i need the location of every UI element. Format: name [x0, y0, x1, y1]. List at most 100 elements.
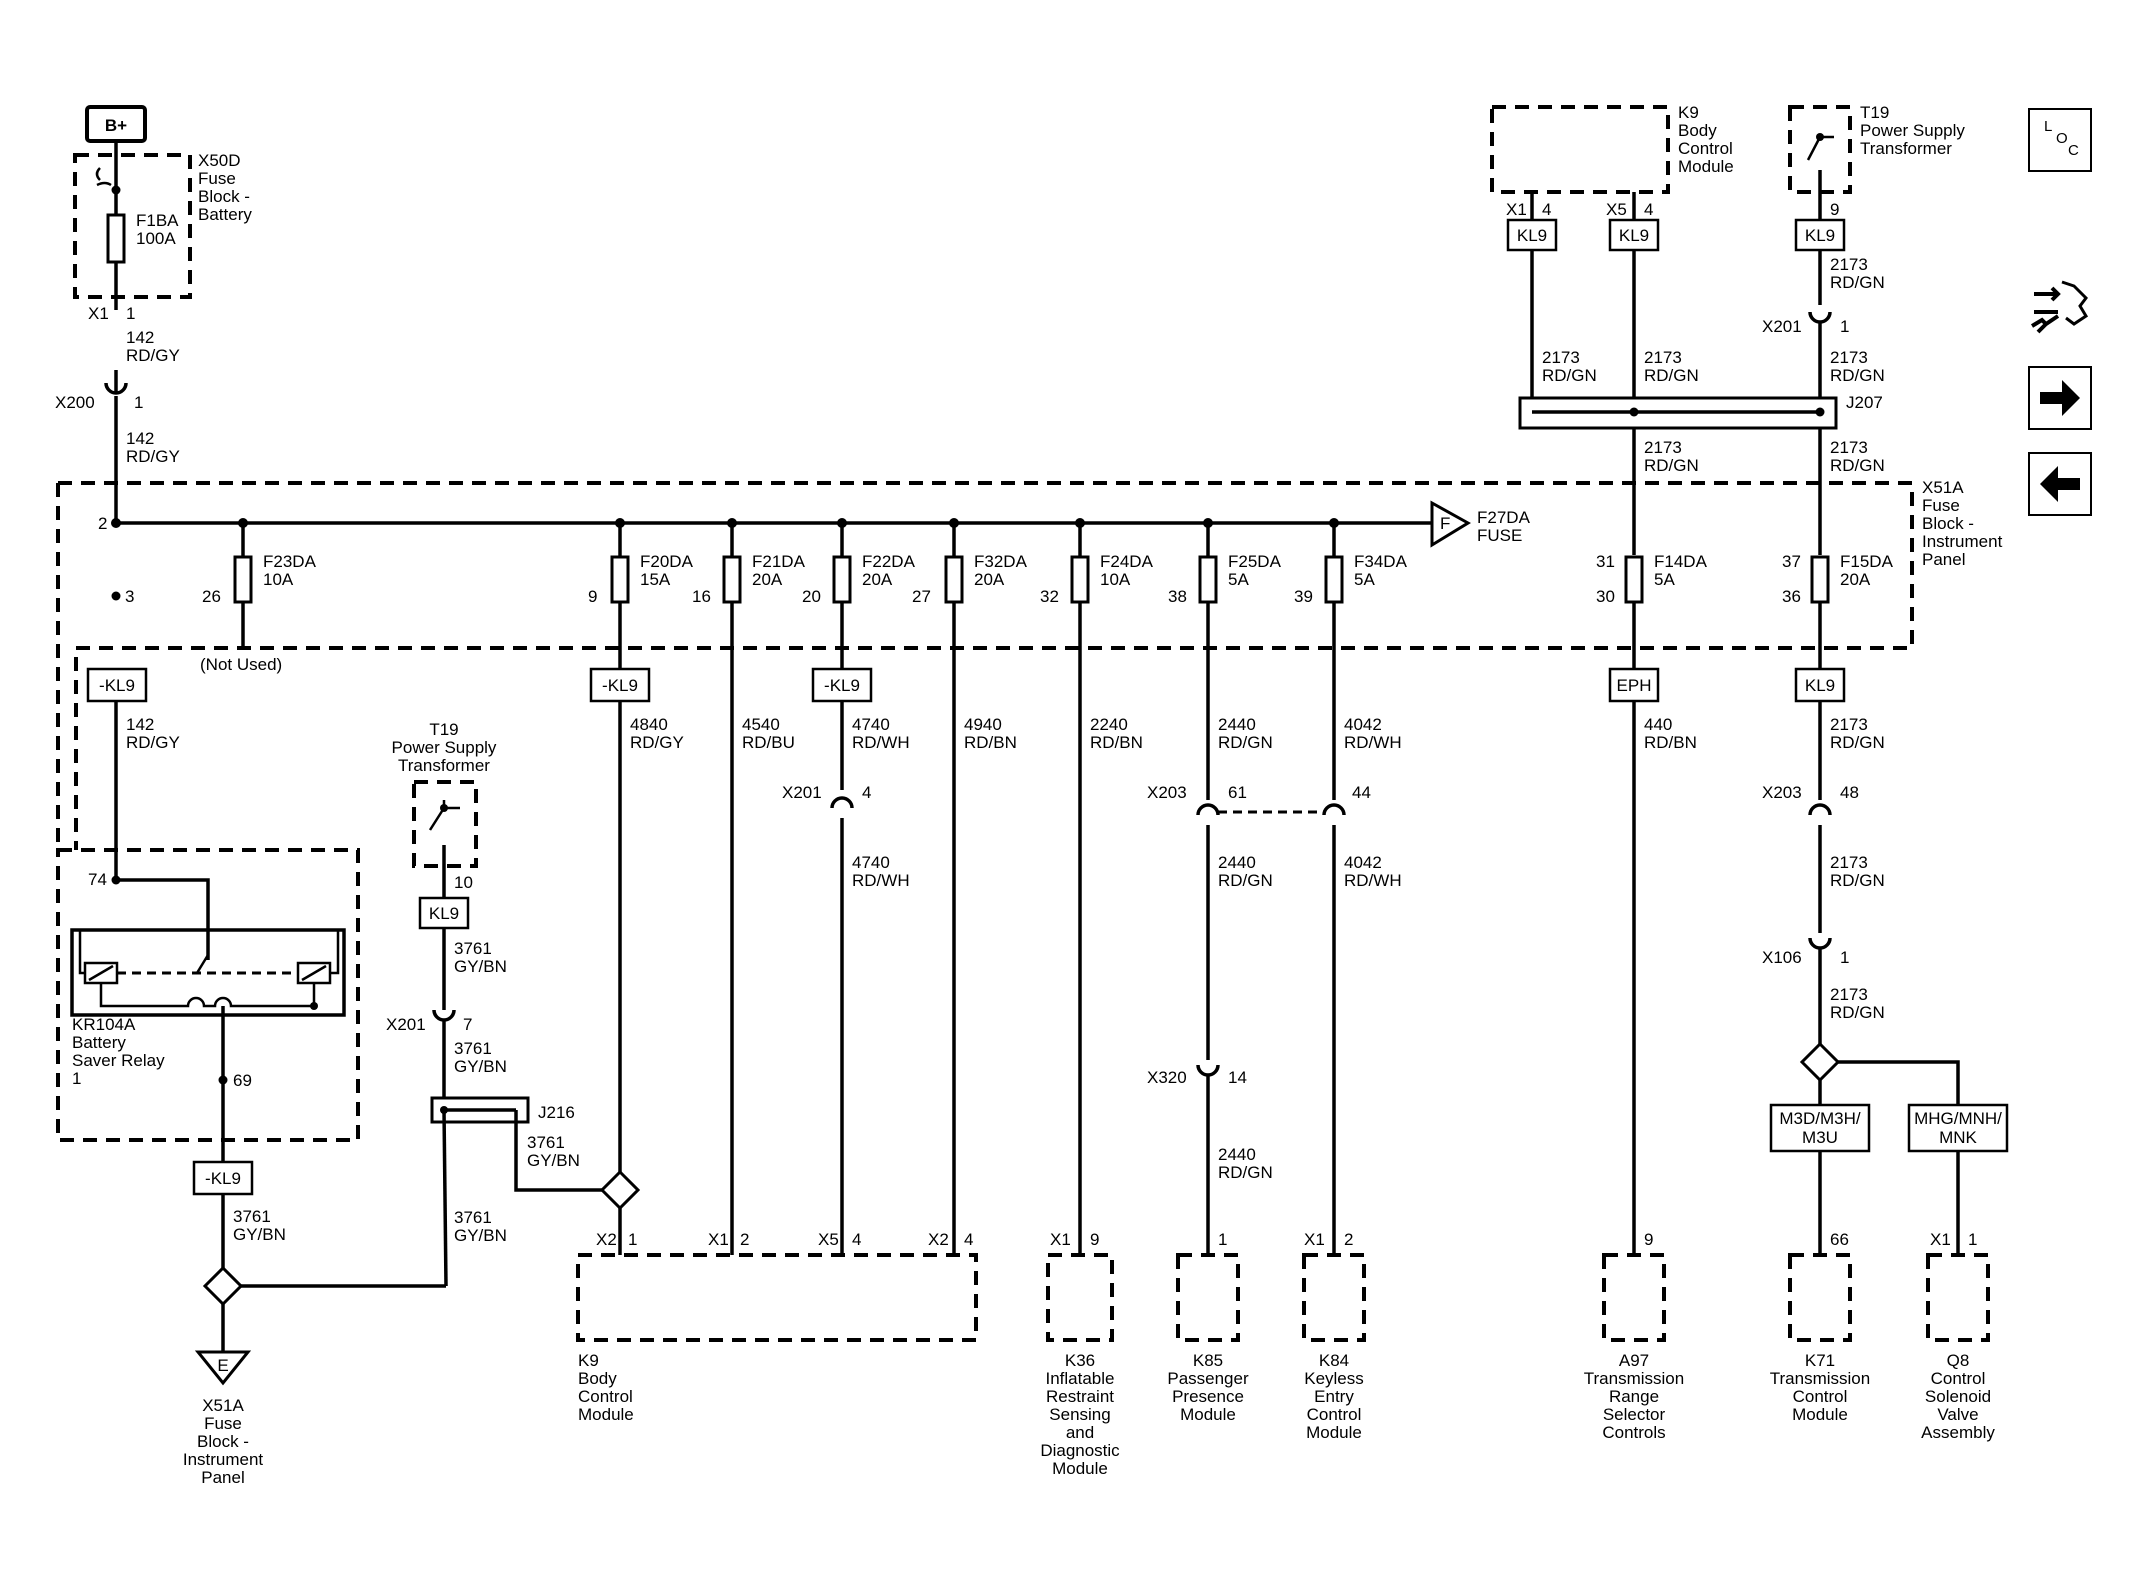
diagram-label: 4740	[852, 853, 890, 872]
diagram-label: K85	[1193, 1351, 1223, 1370]
tag-kl9-k9-x5: KL9	[1608, 218, 1660, 252]
tag-kl9-t19: KL9	[418, 896, 470, 930]
diagram-label: Power Supply	[1860, 121, 1965, 140]
diagram-label: Selector	[1603, 1405, 1666, 1424]
k85-module-box	[1176, 1253, 1240, 1342]
tag-kl9-relay: -KL9	[192, 1160, 254, 1196]
location-icon: L O C	[2044, 118, 2079, 159]
diagram-label: Assembly	[1921, 1423, 1995, 1442]
splice-diamond-icon	[202, 1265, 244, 1307]
diagram-label: 1	[72, 1069, 81, 1088]
diagram-label: X51A	[202, 1396, 244, 1415]
previous-page-button[interactable]	[2028, 452, 2092, 516]
diagram-label: 2240	[1090, 715, 1128, 734]
diagram-label: X1	[1930, 1230, 1951, 1249]
diagram-label: RD/GN	[1830, 871, 1885, 890]
diagram-label: 4	[1644, 200, 1653, 219]
diagram-label: RD/GN	[1830, 1003, 1885, 1022]
diagram-label: X201	[386, 1015, 426, 1034]
diagram-label: Control	[1931, 1369, 1986, 1388]
diagram-label: 142	[126, 715, 154, 734]
diagram-label: 14	[1228, 1068, 1247, 1087]
harness-routing-button[interactable]	[2028, 278, 2092, 340]
diagram-label: KL9	[1517, 226, 1547, 245]
diagram-label: 2173	[1644, 438, 1682, 457]
diagram-label: J216	[538, 1103, 575, 1122]
diagram-label: K71	[1805, 1351, 1835, 1370]
diagram-label: Transformer	[398, 756, 490, 775]
battery-source: B+	[85, 105, 147, 143]
diagram-label: F22DA	[862, 552, 916, 571]
diagram-label: 44	[1352, 783, 1371, 802]
splice-diamond-k9-icon	[599, 1169, 641, 1211]
diagram-label: X203	[1762, 783, 1802, 802]
f27da-fuse-icon	[1430, 500, 1471, 548]
diagram-label: 9	[1090, 1230, 1099, 1249]
diagram-label: RD/GY	[126, 346, 180, 365]
diagram-label: Module	[578, 1405, 634, 1424]
diagram-label: RD/BN	[1644, 733, 1697, 752]
diagram-label: Fuse	[1922, 496, 1960, 515]
x201-connector-icon	[830, 796, 854, 809]
diagram-label: 5A	[1228, 570, 1249, 589]
diagram-label: Body	[578, 1369, 617, 1388]
diagram-label: Fuse	[204, 1414, 242, 1433]
diagram-label: RD/BN	[1090, 733, 1143, 752]
diagram-label: F	[1440, 514, 1450, 533]
x51a-ref: X51A	[1922, 478, 1964, 497]
diagram-label: Battery	[72, 1033, 126, 1052]
diagram-label: -KL9	[99, 676, 135, 695]
next-page-button[interactable]	[2028, 366, 2092, 430]
diagram-label: X5	[1606, 200, 1627, 219]
diagram-label: Control	[1678, 139, 1733, 158]
diagram-label: 1	[1218, 1230, 1227, 1249]
diagram-label: FUSE	[1477, 526, 1522, 545]
relay-label: KR104A	[72, 1015, 136, 1034]
diagram-label: M3D/M3H/	[1779, 1109, 1861, 1128]
diagram-label: 2440	[1218, 853, 1256, 872]
diagram-label: Controls	[1602, 1423, 1665, 1442]
diagram-label: X201	[1762, 317, 1802, 336]
diagram-label: EPH	[1617, 676, 1652, 695]
diagram-label: 3761	[454, 1039, 492, 1058]
diagram-label: 39	[1294, 587, 1313, 606]
diagram-label: 2173	[1542, 348, 1580, 367]
diagram-label: RD/GN	[1218, 1163, 1273, 1182]
diagram-label: 2440	[1218, 715, 1256, 734]
diagram-label: X1	[1506, 200, 1527, 219]
diagram-label: Body	[1678, 121, 1717, 140]
diagram-label: X5	[818, 1230, 839, 1249]
diagram-label: RD/GY	[630, 733, 684, 752]
diagram-label: GY/BN	[527, 1151, 580, 1170]
fuse-f1ba-icon	[106, 213, 126, 264]
not-used-label: (Not Used)	[200, 655, 282, 674]
diagram-label: Module	[1052, 1459, 1108, 1478]
diagram-label: 20A	[862, 570, 893, 589]
diagram-label: 2173	[1644, 348, 1682, 367]
tag-mhg: MHG/MNH/ MNK	[1907, 1103, 2009, 1153]
diagram-label: 1	[1840, 317, 1849, 336]
diagram-label: 4042	[1344, 853, 1382, 872]
tag-kl9-f15: KL9	[1794, 667, 1846, 703]
arrow-left-icon	[2040, 466, 2080, 502]
location-button[interactable]: L O C	[2028, 108, 2092, 172]
diagram-label: Saver Relay	[72, 1051, 165, 1070]
diagram-label: RD/GN	[1644, 456, 1699, 475]
diagram-label: K9	[1678, 103, 1699, 122]
diagram-label: RD/WH	[852, 733, 910, 752]
tag-kl9-f20: -KL9	[589, 667, 651, 703]
diagram-label: 74	[88, 870, 107, 889]
diagram-label: X106	[1762, 948, 1802, 967]
diagram-label: 1	[134, 393, 143, 412]
diagram-label: K84	[1319, 1351, 1349, 1370]
diagram-label: F24DA	[1100, 552, 1154, 571]
diagram-label: Valve	[1937, 1405, 1978, 1424]
diagram-label: T19	[1860, 103, 1889, 122]
diagram-label: Battery	[198, 205, 252, 224]
diagram-label: Module	[1792, 1405, 1848, 1424]
